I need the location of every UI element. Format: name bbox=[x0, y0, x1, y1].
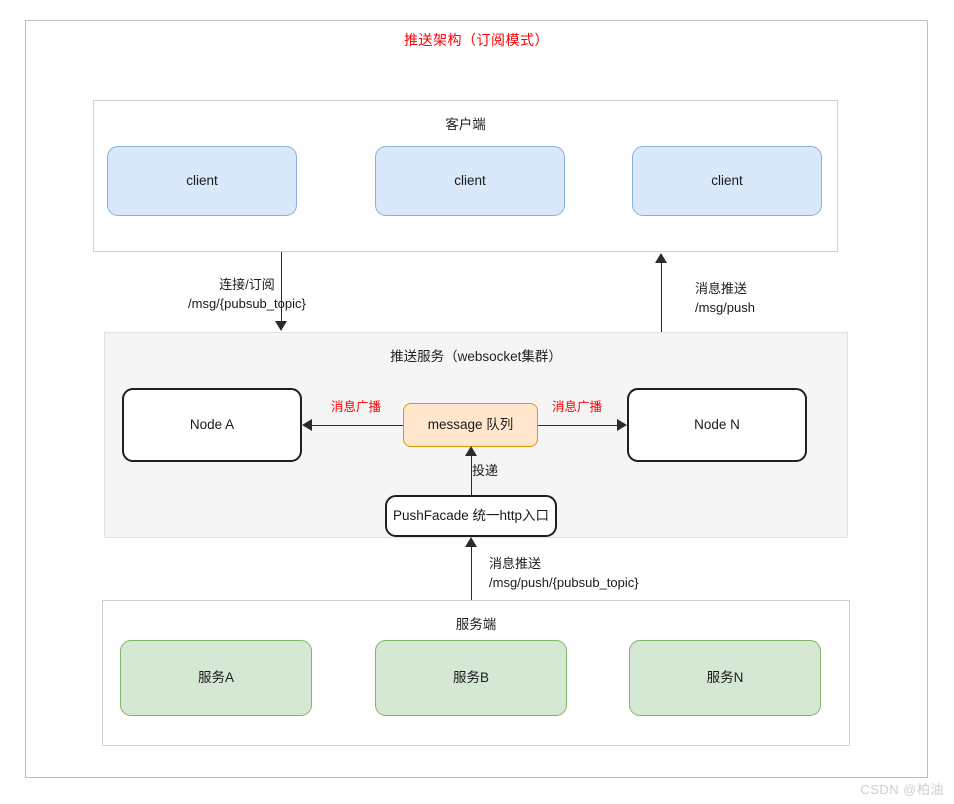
page-title: 推送架构（订阅模式） bbox=[404, 32, 549, 48]
edge-label-message-push-up-line1: 消息推送 bbox=[695, 281, 748, 296]
service-node-n[interactable]: 服务N bbox=[629, 640, 821, 716]
connector-client-to-push-arrow bbox=[275, 321, 287, 331]
push-facade-node[interactable]: PushFacade 统一http入口 bbox=[385, 495, 557, 537]
edge-label-broadcast-left: 消息广播 bbox=[331, 400, 382, 414]
connector-server-to-facade-line bbox=[471, 546, 472, 600]
connector-client-to-push-line bbox=[281, 252, 282, 322]
client-node-2[interactable]: client bbox=[375, 146, 565, 216]
message-queue-node[interactable]: message 队列 bbox=[403, 403, 538, 447]
edge-label-message-push-up-line2: /msg/push bbox=[695, 299, 755, 315]
connector-push-to-client-arrow bbox=[655, 253, 667, 263]
client-node-1[interactable]: client bbox=[107, 146, 297, 216]
connector-queue-to-nodea-arrow bbox=[302, 419, 312, 431]
push-node-n[interactable]: Node N bbox=[627, 388, 807, 462]
connector-facade-to-queue-line bbox=[471, 455, 472, 495]
edge-label-deliver: 投递 bbox=[472, 463, 499, 478]
edge-label-connect-subscribe-line2: /msg/{pubsub_topic} bbox=[188, 295, 306, 311]
edge-label-connect-subscribe-line1: 连接/订阅 bbox=[219, 277, 275, 292]
connector-queue-to-nodea-line bbox=[311, 425, 403, 426]
edge-label-message-push-topic: 消息推送 /msg/push/{pubsub_topic} bbox=[489, 555, 639, 593]
connector-queue-to-noden-line bbox=[538, 425, 618, 426]
connector-queue-to-noden-arrow bbox=[617, 419, 627, 431]
service-node-b[interactable]: 服务B bbox=[375, 640, 567, 716]
client-node-3[interactable]: client bbox=[632, 146, 822, 216]
edge-label-broadcast-right: 消息广播 bbox=[552, 400, 603, 414]
connector-server-to-facade-arrow bbox=[465, 537, 477, 547]
edge-label-message-push-topic-line2: /msg/push/{pubsub_topic} bbox=[489, 574, 639, 590]
edge-label-connect-subscribe: 连接/订阅 /msg/{pubsub_topic} bbox=[188, 276, 306, 314]
client-group-title: 客户端 bbox=[445, 117, 486, 132]
edge-label-message-push-up: 消息推送 /msg/push bbox=[695, 280, 755, 318]
edge-label-message-push-topic-line1: 消息推送 bbox=[489, 556, 542, 571]
connector-facade-to-queue-arrow bbox=[465, 446, 477, 456]
server-group-title: 服务端 bbox=[455, 617, 497, 632]
watermark: CSDN @柏油 bbox=[860, 782, 944, 797]
service-node-a[interactable]: 服务A bbox=[120, 640, 312, 716]
connector-push-to-client-line bbox=[661, 262, 662, 332]
push-node-a[interactable]: Node A bbox=[122, 388, 302, 462]
push-service-group-title: 推送服务（websocket集群） bbox=[390, 349, 562, 364]
